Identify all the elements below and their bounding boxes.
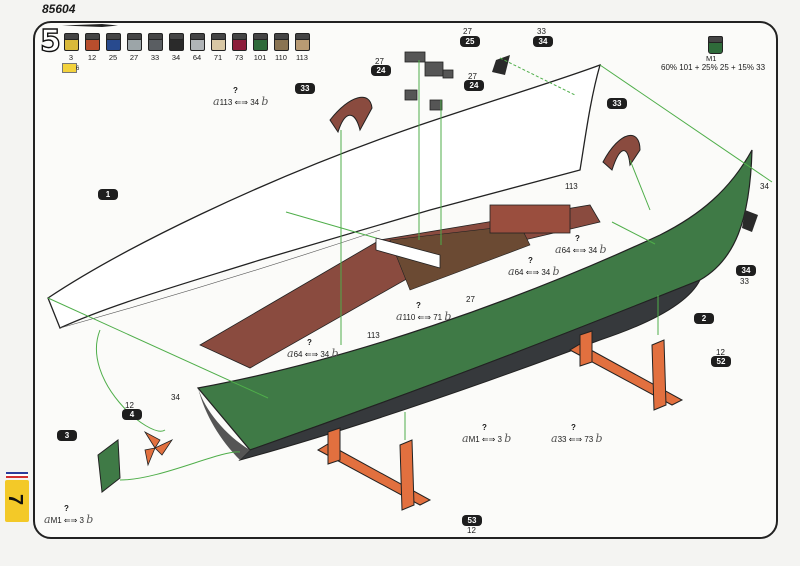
- page-tab: [5, 480, 29, 522]
- winch-part: [404, 51, 454, 111]
- deck-part: [47, 63, 601, 329]
- part-tag: 53: [462, 515, 482, 526]
- paint-callout: aM1? ⇐⇒ 3 b: [462, 423, 512, 445]
- paint-legend: 3 12 25 27 33 34 64 71 73 101 110 113: [62, 33, 311, 62]
- part-tag: 2: [694, 313, 714, 324]
- part-tag: 33: [295, 83, 315, 94]
- part-label: 27: [466, 295, 475, 304]
- part-tag: 52: [711, 356, 731, 367]
- davit-left: [329, 96, 373, 134]
- part-label: 12: [125, 401, 134, 410]
- stand-rear: [568, 330, 684, 411]
- part-label: 113: [565, 182, 578, 191]
- part-label: 12: [716, 348, 725, 357]
- mix-formula: 60% 101 + 25% 25 + 15% 33: [661, 63, 766, 72]
- paint-callout: aM1? ⇐⇒ 3 b: [44, 504, 94, 526]
- flag-icon: [6, 472, 28, 474]
- paint-pot: 64: [188, 33, 206, 62]
- paint-pot: 33: [146, 33, 164, 62]
- page-number: 7: [4, 493, 27, 506]
- anchor-top: [492, 55, 510, 75]
- paint-pot: 3: [62, 33, 80, 62]
- paint-pot: 73: [230, 33, 248, 62]
- part-label: 34: [760, 182, 769, 191]
- anchor-right: [742, 210, 758, 232]
- part-tag: 24: [371, 65, 391, 76]
- part-tag: 4: [122, 409, 142, 420]
- rudder-part: [97, 439, 121, 493]
- part-tag: 3: [57, 430, 77, 441]
- marker-icon: [62, 63, 77, 73]
- paint-callout: a113? ⇐⇒ 34 b: [213, 86, 269, 108]
- davit-right: [602, 134, 641, 171]
- stand-front: [316, 427, 432, 511]
- part-label: 113: [367, 331, 380, 340]
- brush-icon: [62, 24, 118, 27]
- step-number: 5: [39, 23, 61, 59]
- part-label: 27: [463, 27, 472, 36]
- kit-code: 85604: [42, 2, 76, 16]
- paint-pot: 27: [125, 33, 143, 62]
- mix-label: M1: [706, 54, 717, 63]
- propeller-part: [143, 430, 174, 467]
- part-label: 27: [375, 57, 384, 66]
- paint-pot: 110: [272, 33, 290, 62]
- part-label: 34: [171, 393, 180, 402]
- part-tag: 33: [607, 98, 627, 109]
- mix-paint-pot: [708, 36, 723, 54]
- part-tag: 25: [460, 36, 480, 47]
- paint-pot: 71: [209, 33, 227, 62]
- part-label: 12: [467, 526, 476, 535]
- part-tag: 1: [98, 189, 118, 200]
- part-label: 27: [468, 72, 477, 81]
- part-label: 33: [537, 27, 546, 36]
- paint-callout: a64? ⇐⇒ 34 b: [508, 256, 560, 278]
- marker-size: 6: [76, 66, 80, 72]
- paint-pot: 101: [251, 33, 269, 62]
- paint-callout: a64? ⇐⇒ 34 b: [287, 338, 339, 360]
- part-label: 33: [740, 277, 749, 286]
- paint-callout: a110? ⇐⇒ 71 b: [396, 301, 452, 323]
- paint-pot: 34: [167, 33, 185, 62]
- part-tag: 34: [533, 36, 553, 47]
- paint-pot: 12: [83, 33, 101, 62]
- paint-pot: 113: [293, 33, 311, 62]
- paint-callout: a33? ⇐⇒ 73 b: [551, 423, 603, 445]
- paint-pot: 25: [104, 33, 122, 62]
- paint-callout: a64? ⇐⇒ 34 b: [555, 234, 607, 256]
- part-tag: 24: [464, 80, 484, 91]
- part-tag: 34: [736, 265, 756, 276]
